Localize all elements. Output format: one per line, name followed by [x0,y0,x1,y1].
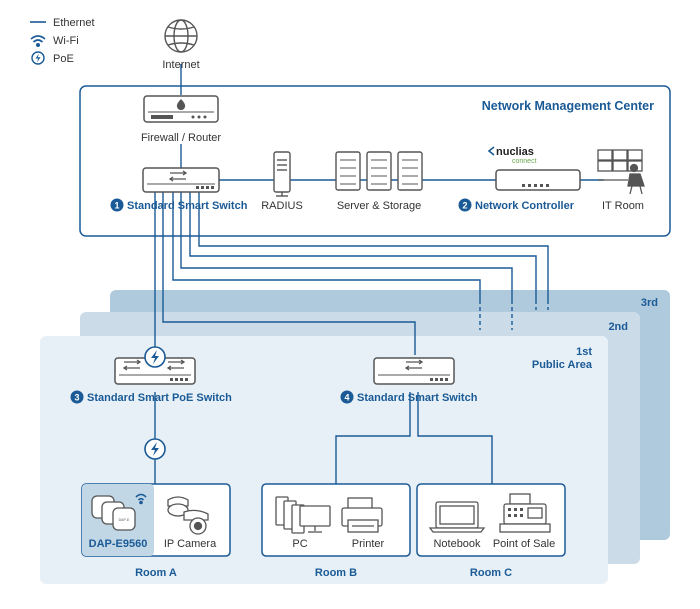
switch-4-icon [373,357,455,385]
internet-label: Internet [162,59,199,71]
room-b-label: Room B [315,567,357,579]
poe-icon [31,51,45,65]
room-c-label: Room C [470,567,512,579]
nuclias-logo: nuclias connect [487,146,537,165]
it-room-icon [597,149,645,195]
switch-3-label: Standard Smart PoE Switch [87,392,232,404]
ethernet-links [154,64,604,484]
switch-1-num: 1 [114,201,119,211]
switch-4-num: 4 [344,393,349,403]
switch-3-badge [70,390,84,404]
ap-label: DAP-E9560 [89,538,148,550]
printer-label: Printer [352,538,385,550]
switch-3-num: 3 [74,393,79,403]
access-point-icon: DAP-E [91,495,136,531]
pc-icon [275,496,331,534]
nmc-title: Network Management Center [482,99,654,113]
room-b-box [261,483,411,557]
floor-3rd-label: 3rd [641,297,658,309]
poe-link-icon [144,438,166,460]
legend: Ethernet Wi-Fi PoE [30,17,95,65]
wifi-icon [30,35,46,47]
ip-camera-icon [167,496,209,535]
printer-icon [341,497,383,533]
switch-4-label: Standard Smart Switch [357,392,478,404]
legend-ethernet: Ethernet [53,17,95,29]
switch-1-label: Standard Smart Switch [127,200,248,212]
wifi-signal-icon [135,493,147,505]
radius-server-icon [273,151,291,197]
switch-4-badge [340,390,354,404]
ip-camera-label: IP Camera [164,538,217,550]
legend-poe: PoE [53,53,74,65]
switch-1-icon [142,167,220,193]
controller-label: Network Controller [475,200,575,212]
point-of-sale-icon [499,493,551,533]
firewall-label: Firewall / Router [141,132,221,144]
floor-2nd-label: 2nd [608,321,628,333]
room-a-label: Room A [135,567,177,579]
controller-num: 2 [462,201,467,211]
legend-wifi: Wi-Fi [53,35,79,47]
nuclias-sub: connect [512,158,537,165]
server-storage-icon [335,151,423,191]
nuclias-brand: nuclias [496,146,534,158]
controller-badge [458,198,472,212]
firewall-router-icon [143,95,219,123]
globe-icon [164,19,198,53]
ap-tag: DAP-E [119,518,130,522]
notebook-icon [428,501,486,533]
server-storage-label: Server & Storage [337,200,421,212]
pos-label: Point of Sale [493,538,555,550]
switch-3-icon [114,346,196,385]
dashed-links [479,300,549,330]
radius-label: RADIUS [261,200,303,212]
network-controller-icon [495,169,581,191]
switch-1-badge [110,198,124,212]
notebook-label: Notebook [433,538,481,550]
floor-1st-label: 1st [576,346,592,358]
floor-1st-sublabel: Public Area [532,359,593,371]
it-room-label: IT Room [602,200,644,212]
pc-label: PC [292,538,307,550]
